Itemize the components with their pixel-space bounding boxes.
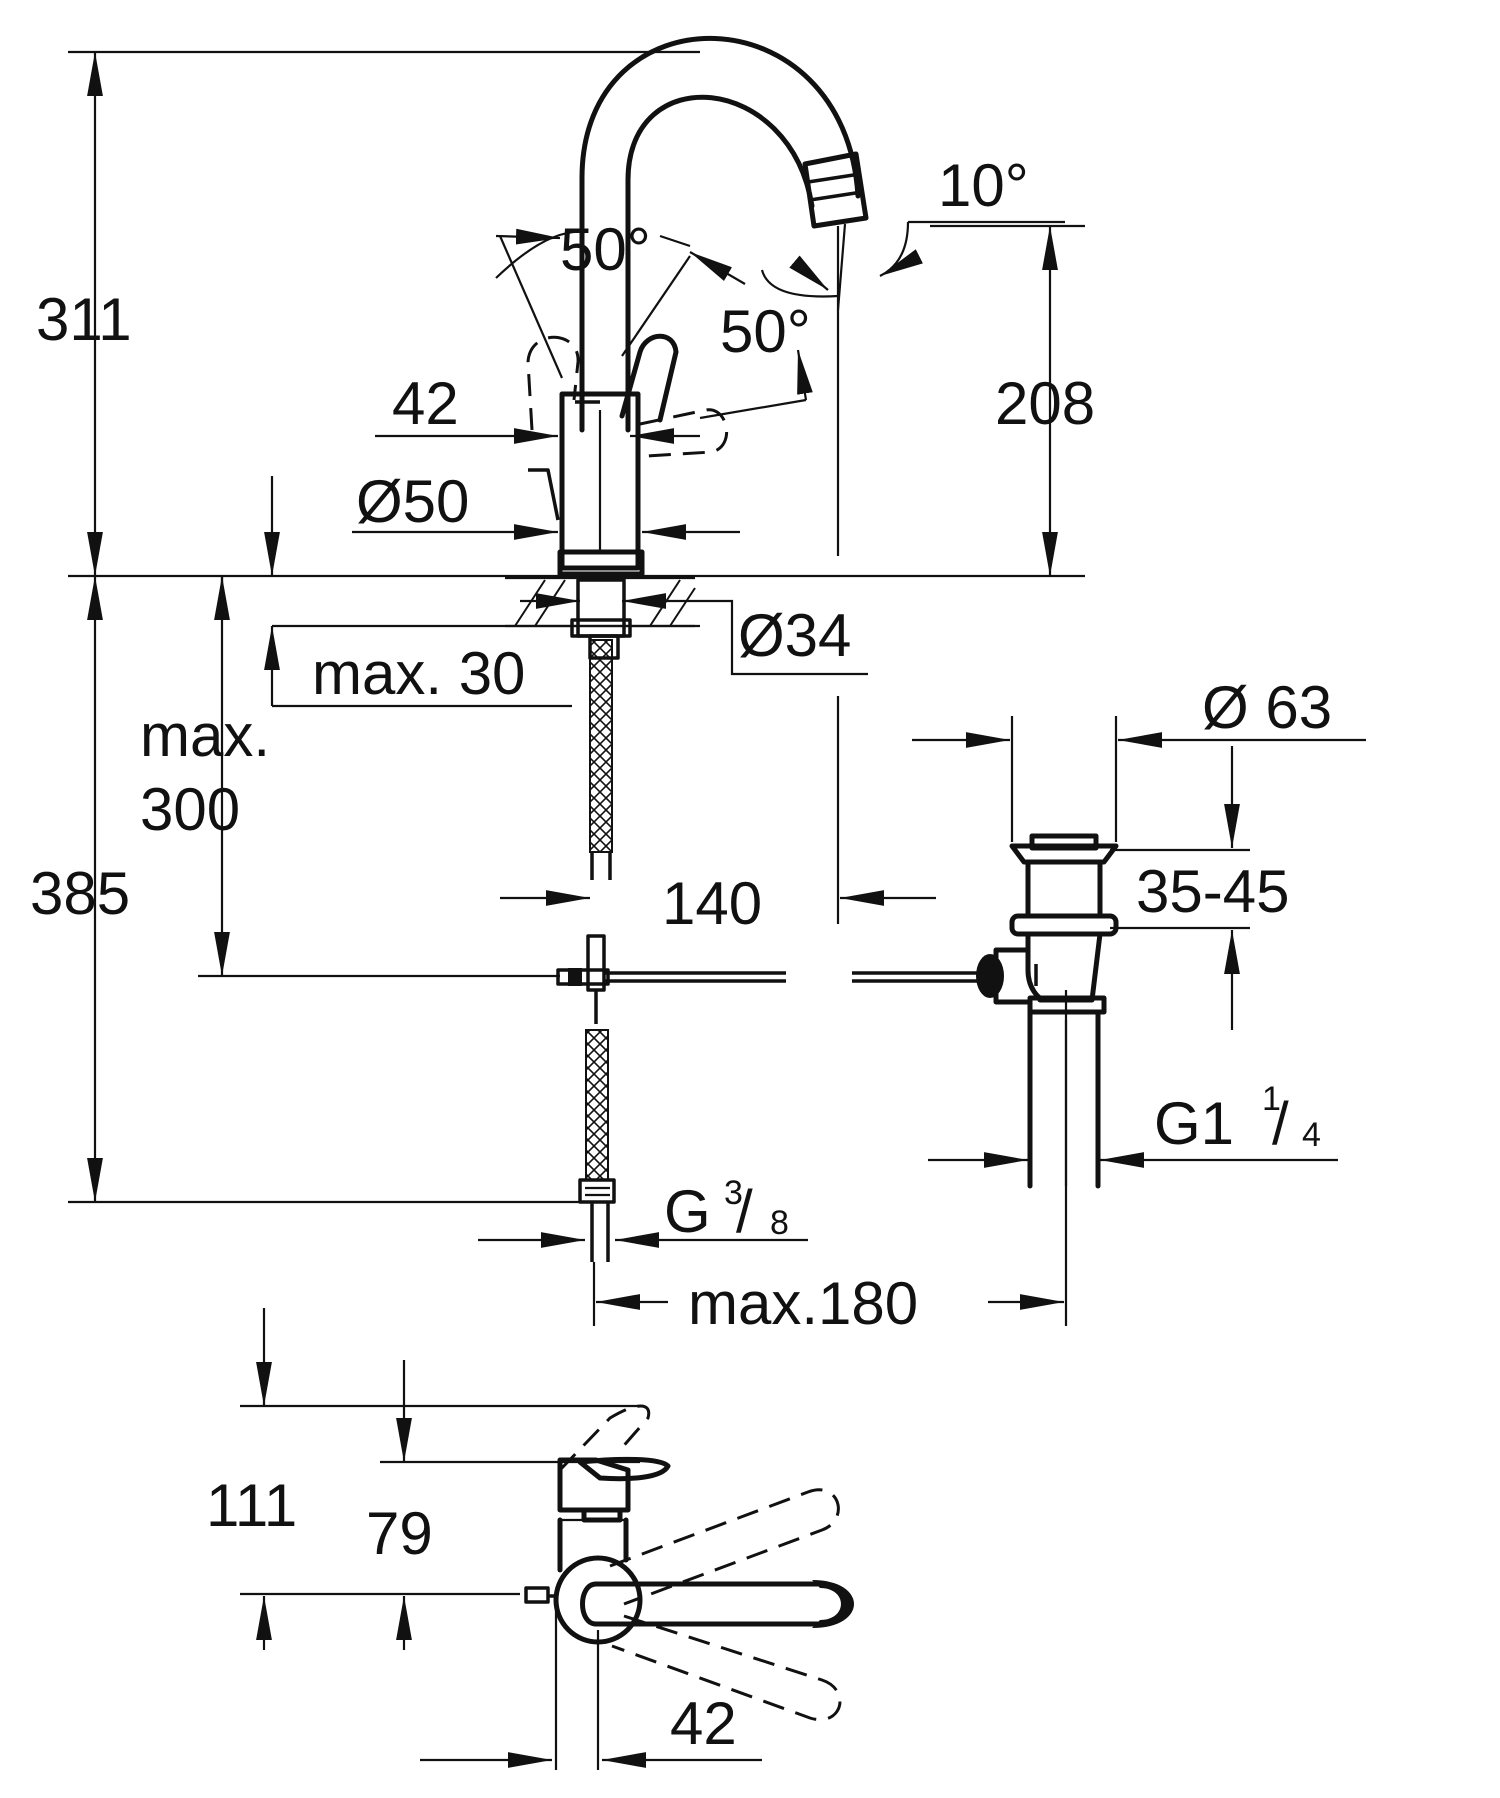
side-view [240, 1308, 854, 1770]
label-waste-range: 35-45 [1136, 858, 1289, 925]
label-thread-hose-den: 8 [770, 1204, 789, 1242]
label-diameter-base: Ø50 [356, 468, 469, 535]
dimension-lines [68, 50, 1085, 1204]
label-length-hose: 385 [30, 860, 130, 927]
label-max-drain: max.180 [688, 1270, 918, 1337]
label-side-width: 42 [670, 1690, 737, 1757]
label-thread-hose-slash: / [736, 1178, 753, 1245]
label-max-line1: max. [140, 702, 270, 769]
label-waste-diameter: Ø 63 [1202, 674, 1332, 741]
label-height-spout: 208 [995, 370, 1095, 437]
label-side-height-b: 79 [366, 1500, 433, 1567]
label-waste-thread-main: G1 [1154, 1090, 1234, 1157]
label-side-height-a: 111 [206, 1472, 297, 1539]
faucet-front-view [478, 36, 1068, 1326]
label-diameter-hole: Ø34 [738, 602, 851, 669]
pop-up-waste [912, 716, 1366, 1189]
label-height-total: 311 [36, 286, 132, 353]
label-waste-thread-num: 1 [1262, 1080, 1281, 1118]
label-max-deck: max. 30 [312, 640, 525, 707]
label-angle-spout: 10° [938, 152, 1029, 219]
label-angle-lever-right: 50° [720, 298, 811, 365]
dimension-labels: 311 385 208 50° 50° 10° 42 Ø50 Ø34 max. … [30, 152, 1332, 1757]
label-angle-lever-left: 50° [560, 216, 651, 283]
label-distance-drain: 140 [662, 870, 762, 937]
label-max-line2: 300 [140, 776, 240, 843]
label-thread-hose-num: 3 [724, 1174, 743, 1212]
label-thread-hose-main: G [664, 1178, 711, 1245]
label-waste-thread-den: 4 [1302, 1116, 1321, 1154]
label-width-body: 42 [392, 370, 459, 437]
label-waste-thread-slash: / [1272, 1090, 1289, 1157]
